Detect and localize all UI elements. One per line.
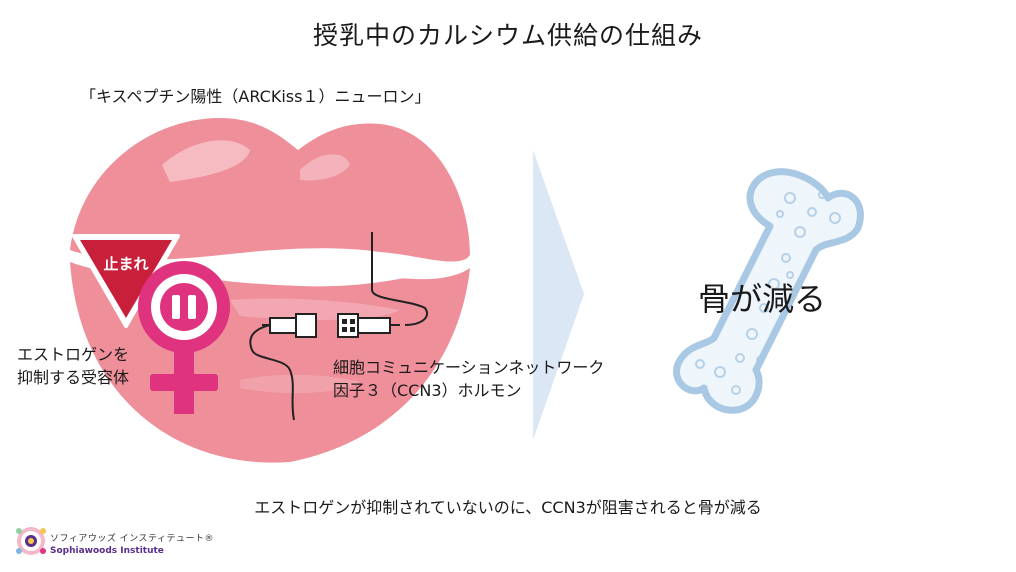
ccn3-label: 細胞コミュニケーションネットワーク 因子３（CCN3）ホルモン <box>333 356 604 402</box>
receptor-label-line2: 抑制する受容体 <box>17 368 130 387</box>
kiss-neuron-label: 「キスペプチン陽性（ARCKiss１）ニューロン」 <box>80 87 431 106</box>
pause-icon <box>160 283 208 331</box>
receptor-label: エストロゲンを 抑制する受容体 <box>17 343 129 389</box>
right-arrow-icon <box>533 150 584 440</box>
cable-connector-right <box>337 313 391 338</box>
ccn3-label-line2: 因子３（CCN3）ホルモン <box>333 381 522 400</box>
cable-connector-icon <box>249 232 428 421</box>
page-title: 授乳中のカルシウム供給の仕組み <box>312 21 703 50</box>
logo-icon <box>16 527 46 555</box>
logo-name-jp: ソフィアウッズ インスティテュート® <box>50 534 214 544</box>
receptor-label-line1: エストロゲンを <box>17 345 130 364</box>
cable-connector-left <box>269 313 317 338</box>
bone-label: 骨が減る <box>698 280 827 318</box>
ccn3-label-line1: 細胞コミュニケーションネットワーク <box>333 358 605 377</box>
bone-icon <box>673 168 864 414</box>
bottom-note: エストロゲンが抑制されていないのに、CCN3が阻害されると骨が減る <box>254 498 762 517</box>
stop-sign-text: 止まれ <box>103 255 148 273</box>
logo-name-en: Sophiawoods Institute <box>50 546 164 556</box>
